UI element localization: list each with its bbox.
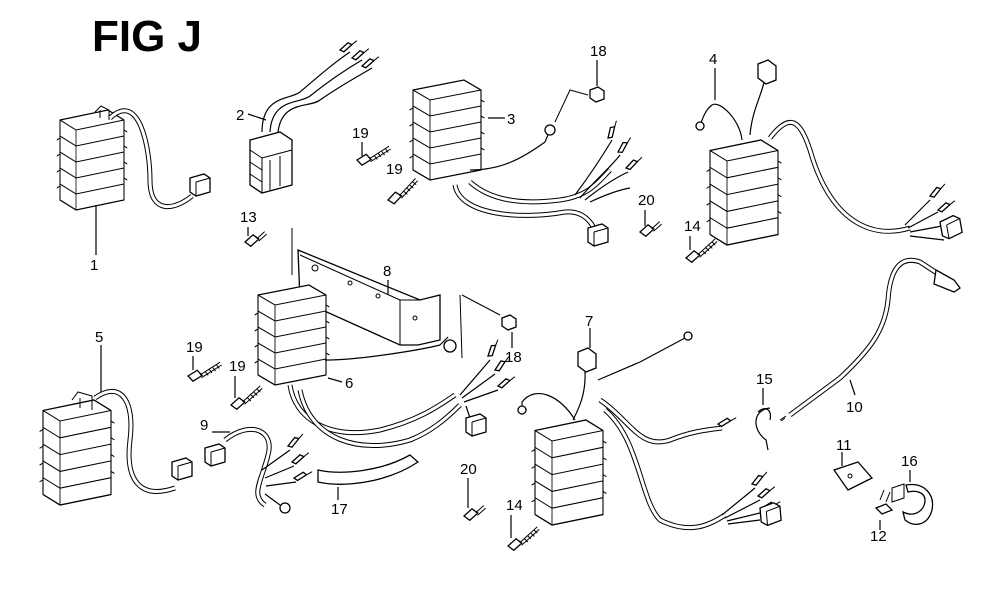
part-19-bolt-middle-1 bbox=[185, 361, 225, 383]
part-16-clamp bbox=[891, 483, 934, 525]
callout-9: 9 bbox=[200, 417, 208, 434]
part-12-screw bbox=[874, 489, 894, 515]
callout-12: 12 bbox=[870, 528, 887, 545]
callout-15: 15 bbox=[756, 371, 773, 388]
part-17-tube bbox=[317, 454, 420, 485]
callout-8: 8 bbox=[383, 263, 391, 280]
callout-20-top: 20 bbox=[638, 192, 655, 209]
part-9-harness bbox=[204, 426, 314, 514]
part-19-bolt-middle-2 bbox=[227, 384, 267, 412]
part-13-bolt bbox=[242, 229, 270, 249]
callout-17: 17 bbox=[331, 501, 348, 518]
part-18-nut-middle bbox=[501, 314, 517, 331]
part-10-cable bbox=[779, 257, 961, 422]
figure-title: FIG J bbox=[92, 12, 202, 61]
callout-13: 13 bbox=[240, 209, 257, 226]
callout-1: 1 bbox=[90, 257, 98, 274]
callout-5: 5 bbox=[95, 329, 103, 346]
callout-14-bottom: 14 bbox=[506, 497, 523, 514]
part-1-regulator bbox=[56, 105, 211, 211]
part-11-bracket bbox=[832, 461, 874, 491]
callout-2: 2 bbox=[236, 107, 244, 124]
callout-18-top: 18 bbox=[590, 43, 607, 60]
callout-14-top: 14 bbox=[684, 218, 701, 235]
part-18-nut-top bbox=[589, 86, 605, 103]
part-4-regulator bbox=[695, 59, 964, 246]
callout-10: 10 bbox=[846, 399, 863, 416]
part-3-regulator bbox=[408, 79, 646, 247]
callout-19-middle-1: 19 bbox=[186, 339, 203, 356]
callout-19-middle-2: 19 bbox=[229, 358, 246, 375]
callout-19-top-1: 19 bbox=[352, 125, 369, 142]
callout-7: 7 bbox=[585, 313, 593, 330]
callout-20-bottom: 20 bbox=[460, 461, 477, 478]
part-20-bolt-top bbox=[637, 219, 665, 239]
callout-6: 6 bbox=[345, 375, 353, 392]
callout-16: 16 bbox=[901, 453, 918, 470]
part-14-bolt-top bbox=[682, 237, 722, 265]
part-15-clip bbox=[755, 407, 771, 451]
part-7-regulator bbox=[517, 331, 783, 531]
part-2-regulator bbox=[249, 39, 382, 194]
callout-3: 3 bbox=[507, 111, 515, 128]
callout-11: 11 bbox=[836, 437, 852, 454]
callout-18-middle: 18 bbox=[505, 349, 522, 366]
callout-19-top-2: 19 bbox=[386, 161, 403, 178]
part-5-regulator bbox=[38, 389, 193, 506]
part-19-bolt-top-2 bbox=[383, 177, 423, 207]
part-6-regulator bbox=[253, 284, 518, 449]
callout-4: 4 bbox=[709, 51, 717, 68]
part-20-bolt-bottom bbox=[461, 503, 489, 523]
